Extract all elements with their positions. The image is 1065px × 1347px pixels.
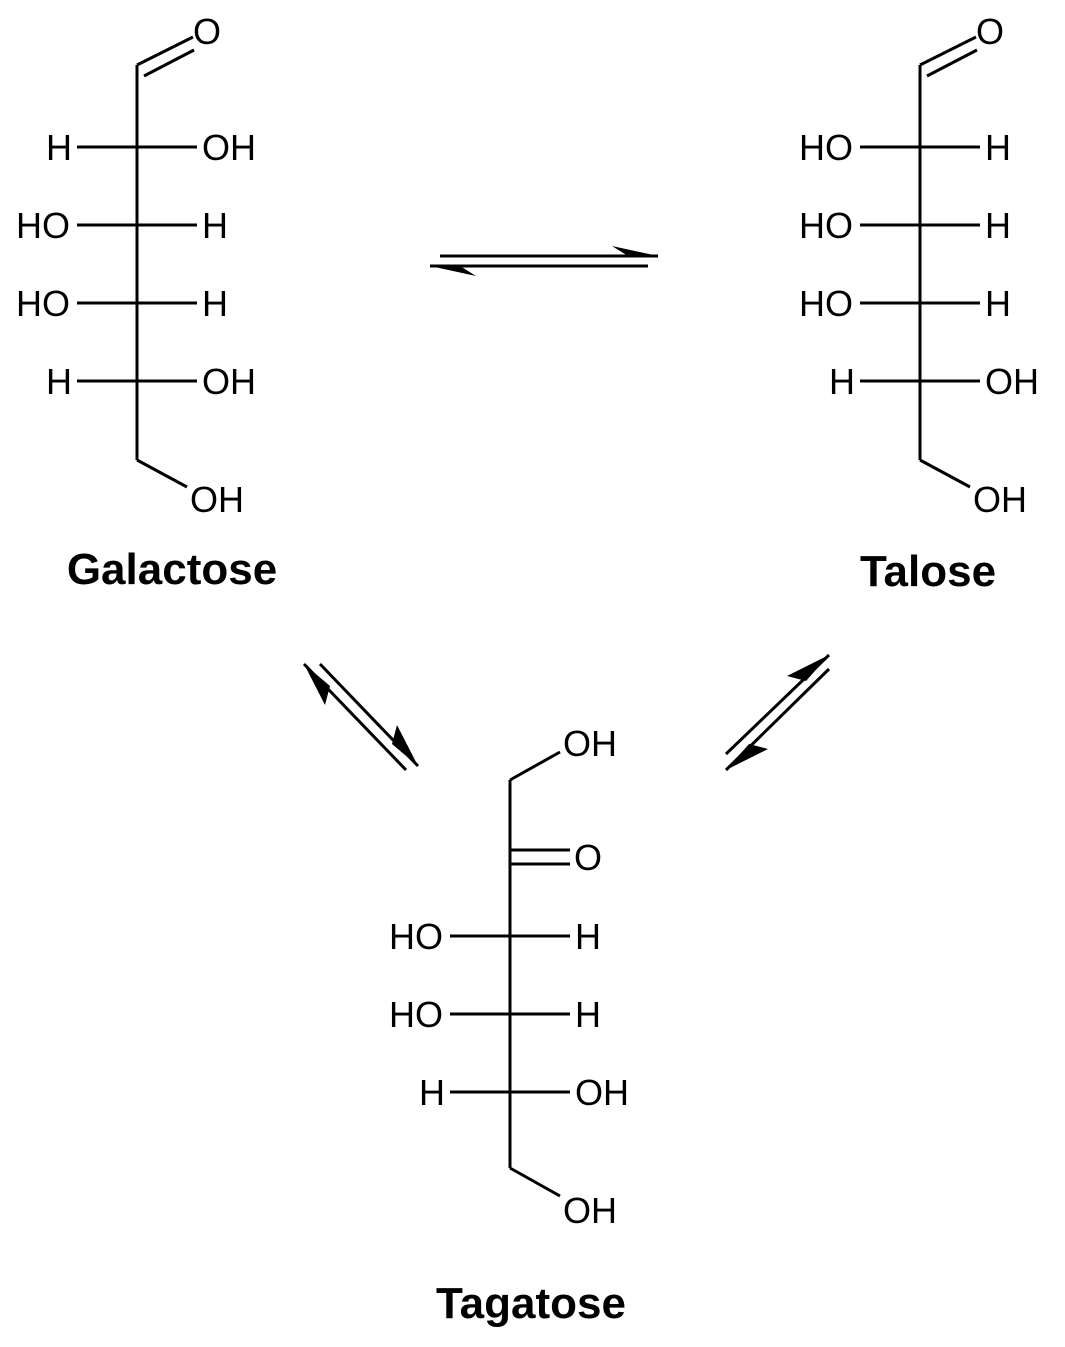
talose-label: Talose (860, 547, 996, 596)
talose-terminal-oh: OH (973, 479, 1027, 520)
talose-structure: O HO H HO H HO H H OH OH Talose (799, 11, 1039, 596)
talose-c5-right: OH (985, 361, 1039, 402)
galactose-structure: O H OH HO H HO H H OH OH Galactose (16, 11, 277, 594)
talose-c3-left: HO (799, 205, 853, 246)
talose-c6-bond (919, 458, 971, 489)
tagatose-terminal-oh: OH (563, 1190, 617, 1231)
reverse-arrowhead (726, 744, 768, 770)
galactose-aldehyde-oxygen: O (193, 11, 221, 52)
equilibrium-arrow-galactose-talose (430, 246, 658, 276)
galactose-c2-right: OH (202, 127, 256, 168)
tagatose-structure: OH O HO H HO H H OH OH Tagatose (389, 723, 629, 1328)
equilibrium-arrow-tagatose-talose (724, 653, 831, 772)
tagatose-keto-oxygen: O (574, 837, 602, 878)
tagatose-c6-bond (509, 1166, 561, 1198)
talose-c3-right: H (985, 205, 1011, 246)
tagatose-c5-right: OH (575, 1072, 629, 1113)
galactose-c3-right: H (202, 205, 228, 246)
galactose-c4-right: H (202, 283, 228, 324)
forward-arrowhead (392, 725, 418, 766)
tagatose-c1-bond (509, 750, 561, 782)
galactose-aldehyde-double-bond (143, 48, 195, 78)
forward-arrowhead (787, 655, 829, 681)
equilibrium-arrow-galactose-tagatose (302, 662, 420, 772)
talose-aldehyde-double-bond (926, 48, 978, 78)
talose-c4-right: H (985, 283, 1011, 324)
tagatose-c4-left: HO (389, 994, 443, 1035)
galactose-c4-left: HO (16, 283, 70, 324)
galactose-terminal-oh: OH (190, 479, 244, 520)
talose-c2-right: H (985, 127, 1011, 168)
tagatose-c5-left: H (419, 1072, 445, 1113)
talose-aldehyde-bond (919, 35, 977, 67)
talose-c5-left: H (829, 361, 855, 402)
tagatose-c3-right: H (575, 916, 601, 957)
galactose-c5-right: OH (202, 361, 256, 402)
reverse-arrowhead (430, 266, 476, 276)
galactose-aldehyde-bond (136, 35, 194, 67)
galactose-c3-left: HO (16, 205, 70, 246)
talose-aldehyde-oxygen: O (976, 11, 1004, 52)
tagatose-c4-right: H (575, 994, 601, 1035)
galactose-c6-bond (136, 458, 188, 489)
tagatose-top-oh: OH (563, 723, 617, 764)
galactose-c2-left: H (46, 127, 72, 168)
talose-c2-left: HO (799, 127, 853, 168)
galactose-label: Galactose (67, 545, 277, 594)
reverse-arrowhead (304, 664, 330, 705)
tagatose-c3-left: HO (389, 916, 443, 957)
talose-c4-left: HO (799, 283, 853, 324)
forward-arrowhead (612, 246, 658, 256)
tagatose-label: Tagatose (436, 1279, 626, 1328)
galactose-c5-left: H (46, 361, 72, 402)
